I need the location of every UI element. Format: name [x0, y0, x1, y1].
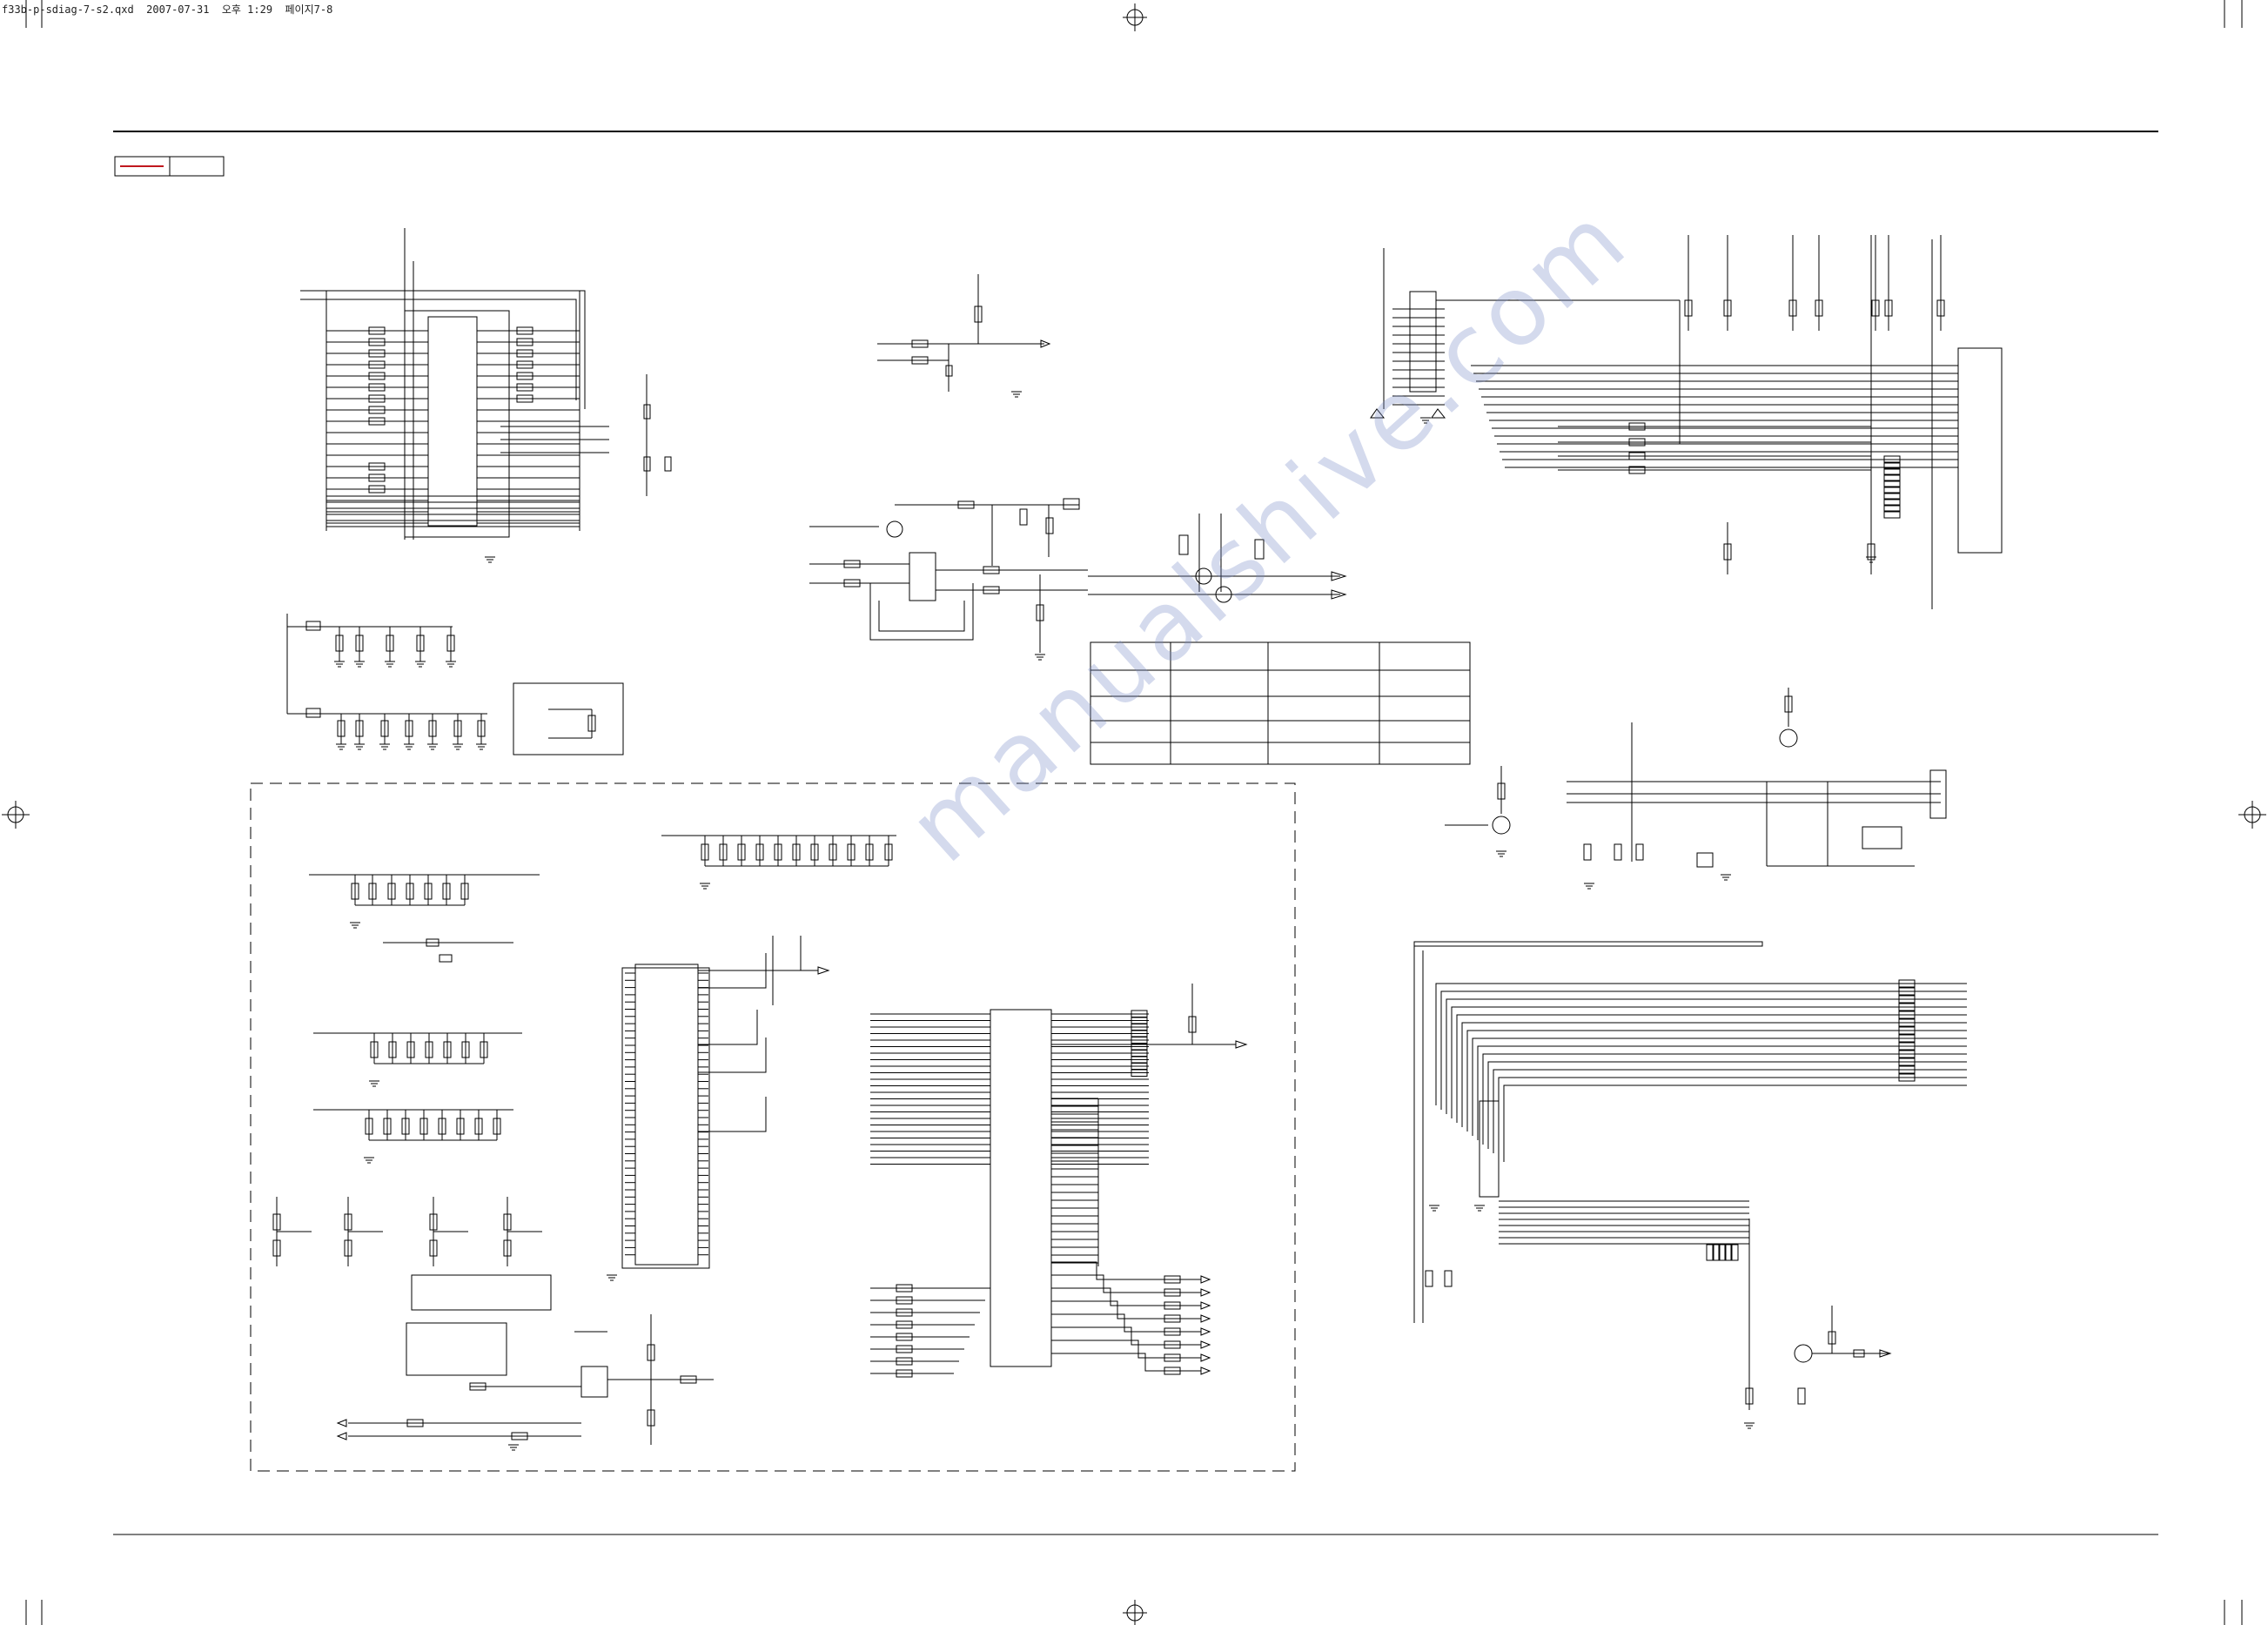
- resistor-divider-top-center: [877, 274, 1051, 392]
- connector-network-top-right: [1370, 235, 2003, 609]
- ic-dashed-middle: [621, 936, 830, 1269]
- ic-block-top-left: [300, 228, 672, 540]
- note-boxes-dashed: [406, 1274, 608, 1398]
- driver-network-dashed: [336, 1314, 714, 1445]
- transistor-stage-center: [809, 498, 1347, 653]
- page-frame: [113, 131, 2158, 1535]
- bus-routing-right-bottom: [1413, 941, 1967, 1410]
- transistor-stage-right: [1445, 688, 1947, 868]
- note-box-left: [513, 682, 624, 755]
- filter-network-left: [286, 614, 487, 744]
- signal-table: [1090, 641, 1471, 765]
- dashed-block-boundary: [250, 782, 1296, 1472]
- note-box-symbol: [548, 708, 596, 739]
- filter-bank-dashed-left: [272, 835, 896, 1266]
- page-header: f33b-p-sdiag-7-s2.qxd 2007-07-31 오후 1:29…: [2, 3, 333, 16]
- ic-dashed-right: [870, 984, 1248, 1378]
- ground-symbols: [334, 391, 1876, 1451]
